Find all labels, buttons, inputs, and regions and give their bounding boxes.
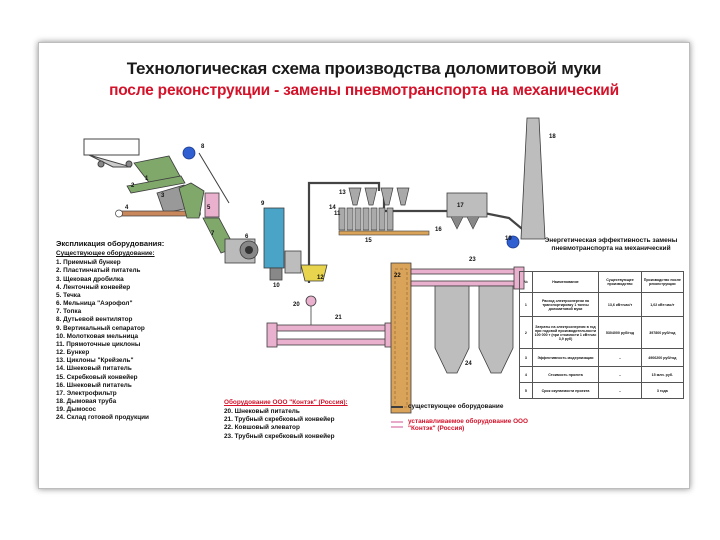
chimney [520, 117, 546, 240]
svg-text:24: 24 [465, 361, 472, 367]
svg-text:1: 1 [145, 176, 149, 182]
list-item: 8. Дутьевой вентилятор [56, 316, 133, 324]
svg-text:23: 23 [469, 257, 476, 263]
svg-text:17: 17 [457, 203, 464, 209]
table-header-row: № Наименование Существующее производство… [519, 271, 685, 293]
list-item: 1. Приемный бункер [56, 259, 121, 267]
kreisel-cyclones [348, 187, 410, 206]
list-item: 22. Ковшовый элеватор [224, 424, 300, 432]
key-installed: устанавливаемое оборудование ООО "Контэк… [408, 418, 528, 432]
blower-fan-icon [182, 146, 196, 160]
svg-text:13: 13 [339, 190, 346, 196]
list-item: 6. Мельница "Аэрофол" [56, 300, 133, 308]
efficiency-table: № Наименование Существующее производство… [519, 271, 685, 399]
svg-text:2: 2 [131, 183, 135, 189]
svg-text:9: 9 [261, 201, 265, 207]
list-item: 21. Трубный скребковый конвейер [224, 416, 335, 424]
svg-text:15: 15 [365, 238, 372, 244]
product-silos [434, 285, 514, 374]
list-item: 11. Прямоточные циклоны [56, 340, 141, 348]
svg-text:11: 11 [334, 211, 341, 217]
chute [178, 182, 205, 219]
list-item: 12. Бункер [56, 349, 90, 357]
svg-text:12: 12 [317, 275, 324, 281]
page-subtitle: после реконструкции - замены пневмотранс… [109, 82, 619, 99]
list-item: 16. Шнековый питатель [56, 381, 132, 389]
poster: Технологическая схема производства долом… [38, 42, 690, 489]
list-item: 23. Трубный скребковый конвейер [224, 432, 335, 440]
list-item: 18. Дымовая труба [56, 397, 117, 405]
list-item: 24. Склад готовой продукции [56, 414, 149, 422]
plate-feeder [126, 175, 186, 194]
list-item: 13. Циклоны "Крейзель" [56, 357, 134, 365]
dump-truck [83, 138, 140, 168]
process-diagram: 1 2 3 4 5 6 7 8 9 10 11 12 13 14 15 16 1… [83, 117, 556, 428]
list-item: 20. Шнековый питатель [224, 408, 300, 416]
list-item: 3. Щековая дробилка [56, 275, 124, 283]
list-item: 2. Пластинчатый питатель [56, 267, 141, 275]
list-item: 9. Вертикальный сепаратор [56, 324, 145, 332]
svg-text:8: 8 [201, 144, 205, 150]
efficiency-title: Энергетическая эффективность замены пнев… [544, 237, 678, 252]
kontek-equipment-list: Оборудование ООО "Контэк" (Россия): 20. … [224, 399, 374, 441]
list-item: 14. Шнековый питатель [56, 365, 132, 373]
kontek-heading: Оборудование ООО "Контэк" (Россия): [224, 399, 348, 406]
table-row: 3 Эффективность модернизации – 4906200 р… [519, 348, 685, 367]
table-row: 4 Стоимость проекта – 15 млн. руб. [519, 366, 685, 383]
bucket-elevator [390, 262, 412, 414]
list-item: 17. Электрофильтр [56, 389, 117, 397]
svg-text:5: 5 [207, 205, 211, 211]
direct-flow-cyclones [338, 207, 394, 231]
key-existing: существующее оборудование [408, 403, 504, 410]
table-row: 2 Затраты на электроэнергию в год при го… [519, 316, 685, 349]
list-item: 4. Ленточный конвейер [56, 283, 131, 291]
vertical-separator [263, 207, 285, 281]
list-item: 15. Скребковый конвейер [56, 373, 138, 381]
bunker-frame [204, 192, 220, 218]
svg-text:6: 6 [245, 234, 249, 240]
page-title: Технологическая схема производства долом… [126, 59, 602, 78]
svg-text:21: 21 [335, 315, 342, 321]
list-item: 5. Течка [56, 291, 81, 299]
equipment-numbers: 1 2 3 4 5 6 7 8 9 10 11 12 13 14 15 16 1… [125, 134, 556, 367]
line-key: существующее оборудование устанавливаемо… [391, 403, 528, 440]
tube-scraper-conveyor-21 [266, 306, 396, 348]
existing-equipment-heading: Существующее оборудование: [56, 250, 155, 258]
list-item: 19. Дымосос [56, 406, 97, 414]
list-item: 7. Топка [56, 308, 82, 316]
svg-text:19: 19 [505, 236, 512, 242]
list-item: 10. Молотковая мельница [56, 332, 139, 340]
electrostatic-filter [446, 192, 488, 230]
table-row: 5 Срок окупаемости проекта – 3 года [519, 382, 685, 399]
svg-text:4: 4 [125, 205, 129, 211]
svg-text:20: 20 [293, 302, 300, 308]
svg-text:22: 22 [394, 273, 401, 279]
svg-text:14: 14 [329, 205, 336, 211]
explication-list: Экспликация оборудования: Существующее о… [56, 239, 206, 422]
aerofall-mill [224, 238, 259, 264]
svg-text:3: 3 [161, 193, 165, 199]
hammer-mill [284, 250, 302, 274]
svg-text:10: 10 [273, 283, 280, 289]
svg-text:7: 7 [211, 231, 215, 237]
svg-text:16: 16 [435, 227, 442, 233]
screw-feeder [305, 295, 317, 307]
smoke-exhauster-icon [506, 235, 520, 249]
svg-text:18: 18 [549, 134, 556, 140]
scraper-conveyor [338, 230, 430, 236]
product-bunker [300, 264, 328, 282]
explication-heading: Экспликация оборудования: [56, 239, 165, 248]
table-row: 1 Расход электроэнергии на транспортиров… [519, 292, 685, 317]
